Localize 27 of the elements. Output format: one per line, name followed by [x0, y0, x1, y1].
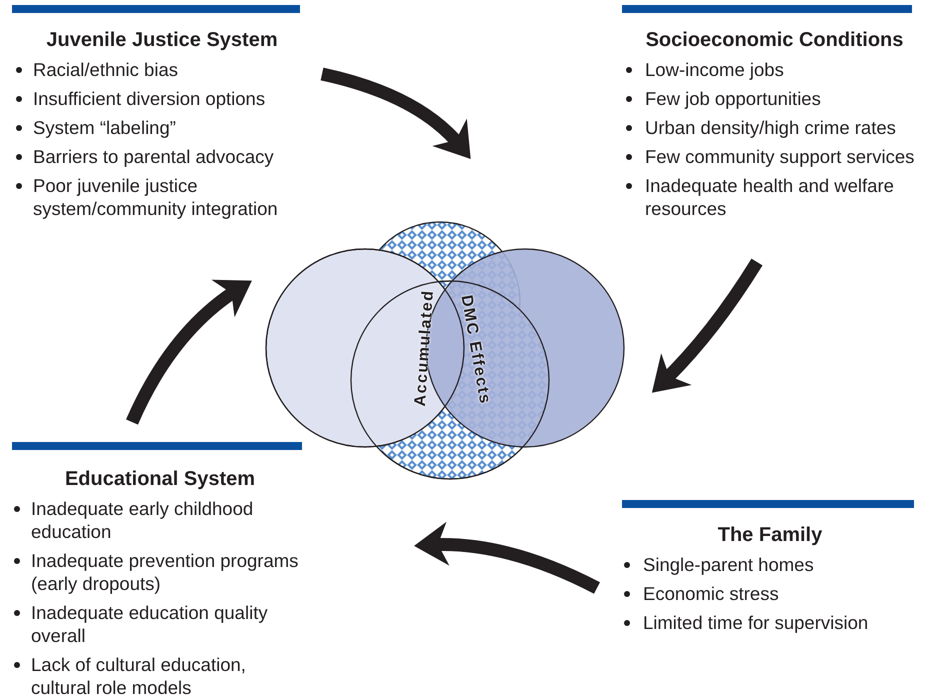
bullet-item: Inadequate education quality overall — [10, 601, 310, 647]
bullet-item: Low-income jobs — [622, 58, 927, 81]
bullet-item: Inadequate prevention programs (early dropouts) — [10, 549, 310, 595]
bullet-item: Barriers to parental advocacy — [12, 145, 312, 168]
bullet-item: Racial/ethnic bias — [12, 58, 312, 81]
venn-label: DMC Effects — [456, 294, 494, 406]
bullet-item: Economic stress — [620, 582, 920, 605]
panel-heading: Educational System — [64, 468, 256, 491]
bullet-item: Single-parent homes — [620, 553, 920, 576]
panel-heading: The Family — [716, 524, 824, 547]
bullet-item: Few community support services — [622, 145, 927, 168]
bullet-item: Inadequate early childhood education — [10, 497, 310, 543]
bullet-item: Poor juvenile justice system/community integration — [12, 174, 312, 220]
curved-arrow — [414, 522, 600, 594]
curved-arrow — [652, 258, 762, 393]
bullet-item: Insufficient diversion options — [12, 87, 312, 110]
bullet-item: Few job opportunities — [622, 87, 927, 110]
curved-arrow — [126, 280, 252, 425]
bullet-item: Urban density/high crime rates — [622, 116, 927, 139]
bullet-item: Inadequate health and welfare resources — [622, 174, 927, 220]
panel-heading: Socioeconomic Conditions — [644, 29, 904, 52]
bullet-item: System “labeling” — [12, 116, 312, 139]
venn-label: Accumulated — [412, 289, 438, 407]
curved-arrow — [320, 68, 472, 159]
bullet-item: Lack of cultural education, cultural role models — [10, 653, 310, 699]
bullet-item: Limited time for supervision — [620, 611, 920, 634]
panel-heading: Juvenile Justice System — [45, 29, 279, 52]
